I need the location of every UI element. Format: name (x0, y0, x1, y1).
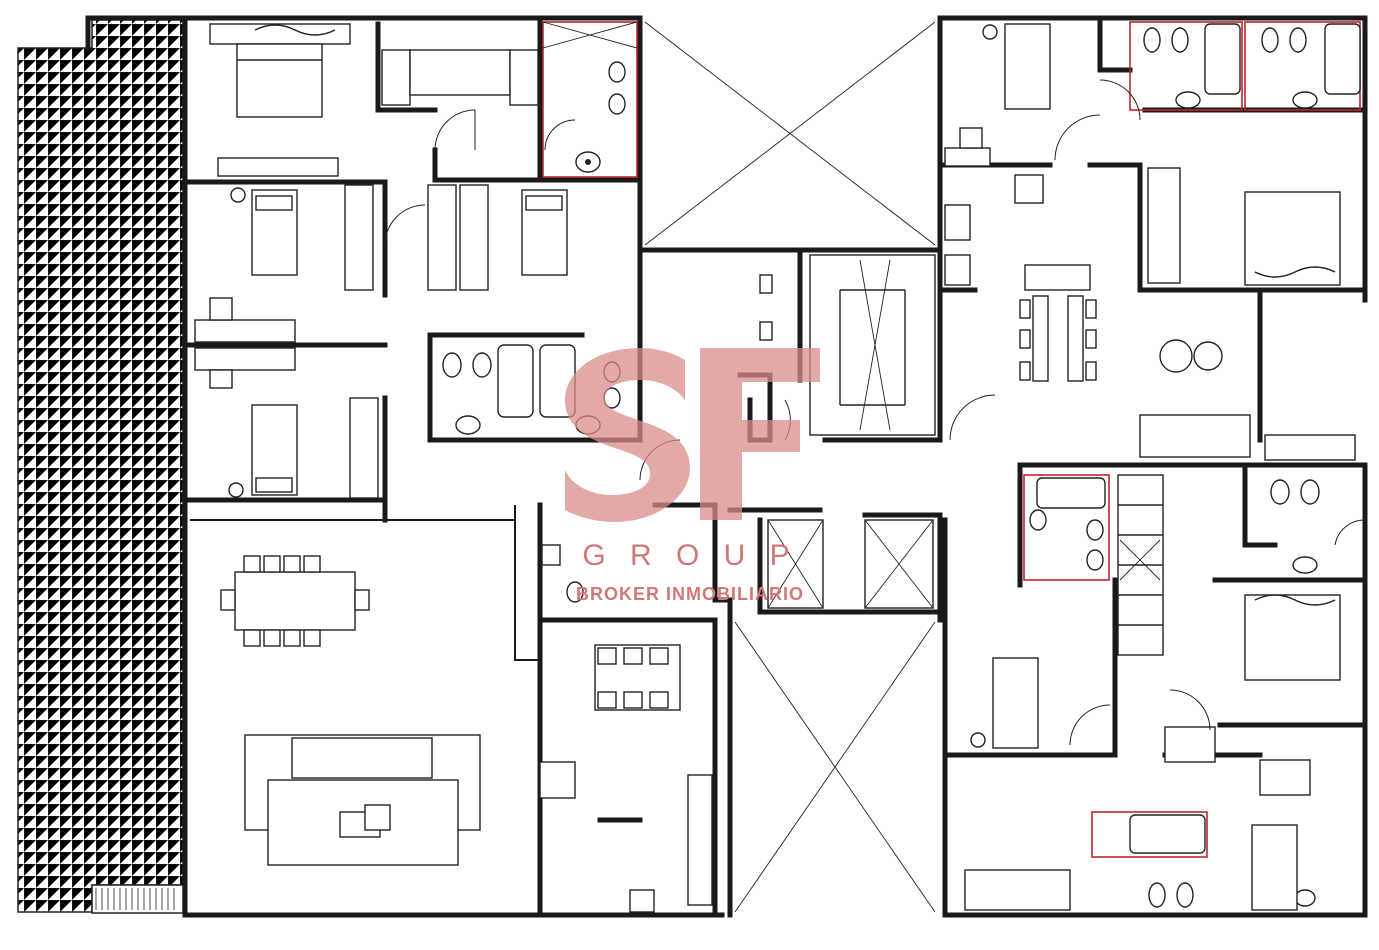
watermark-brand: G R O U P (582, 539, 797, 572)
living-dining-left (220, 555, 481, 866)
watermark-logo: G R O U P BROKER INMOBILIARIO (565, 348, 820, 604)
bedroom-left-1 (194, 184, 374, 343)
right-lower-apartment (942, 462, 1368, 918)
terrace (17, 19, 184, 914)
bathroom-left-top (542, 21, 638, 178)
dressing-room (381, 49, 539, 151)
bedroom-left-3 (384, 184, 568, 291)
left-apartment (85, 15, 725, 918)
bedroom-left-2 (194, 347, 379, 499)
kitchen-left (539, 544, 713, 913)
light-well-top (644, 21, 936, 246)
watermark-tagline: BROKER INMOBILIARIO (576, 584, 804, 604)
right-upper-apartment (937, 15, 1368, 461)
central-core (637, 247, 996, 918)
light-well-bottom (734, 621, 936, 913)
master-bedroom-left (209, 23, 351, 177)
